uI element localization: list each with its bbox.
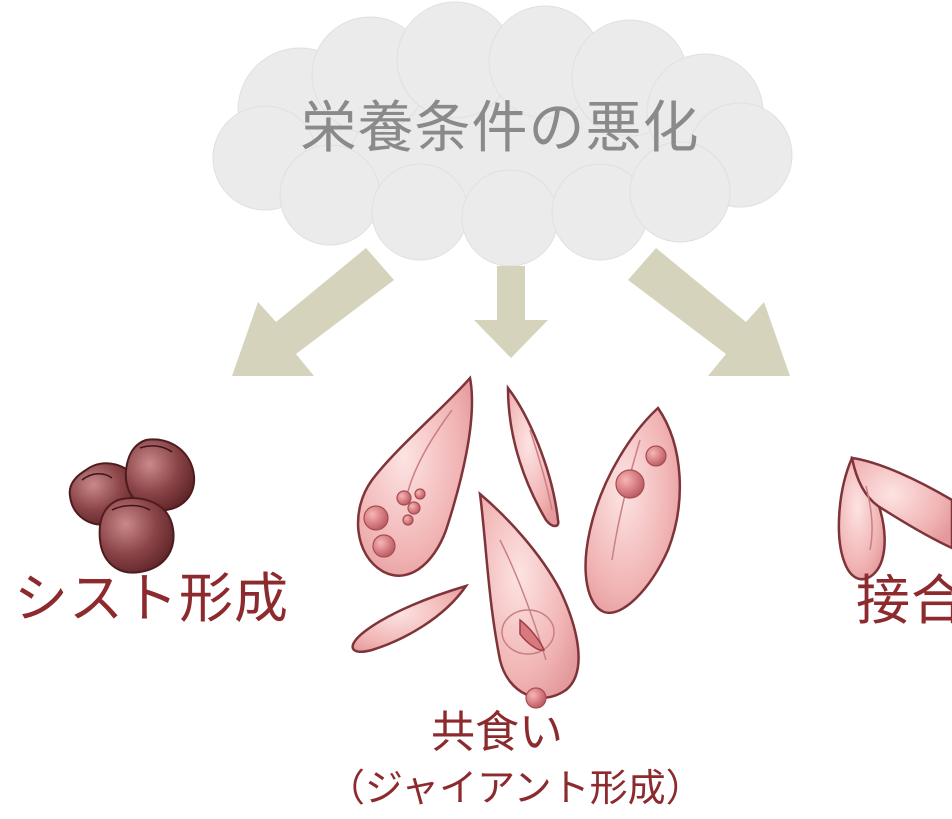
engulfed-cell [519, 618, 545, 651]
arrow-middle [474, 266, 548, 358]
cyst-cells [68, 438, 196, 574]
giant-formation-sublabel: （ジャイアント形成） [327, 766, 704, 810]
conjugation-cells [837, 455, 952, 581]
cell-upper-left [356, 375, 474, 577]
cell-right [584, 406, 681, 615]
conj-cell-2 [850, 456, 952, 550]
arrow-left [232, 248, 394, 376]
cloud-label: 栄養条件の悪化 [300, 96, 700, 161]
cloud-shape [212, 1, 793, 267]
cannibalism-label: 共食い [431, 707, 563, 758]
cell-bottom-left [351, 583, 470, 653]
cell-center-large [478, 490, 580, 700]
cyst-formation-label: シスト形成 [14, 567, 289, 630]
cell-thin-top [506, 384, 560, 528]
arrow-right [628, 248, 790, 376]
food-vacuoles [363, 445, 667, 709]
conjugation-label: 接合 [856, 569, 952, 632]
cyst-cell-3 [98, 497, 175, 574]
cannibal-cells [351, 375, 681, 700]
arrows [232, 248, 790, 376]
